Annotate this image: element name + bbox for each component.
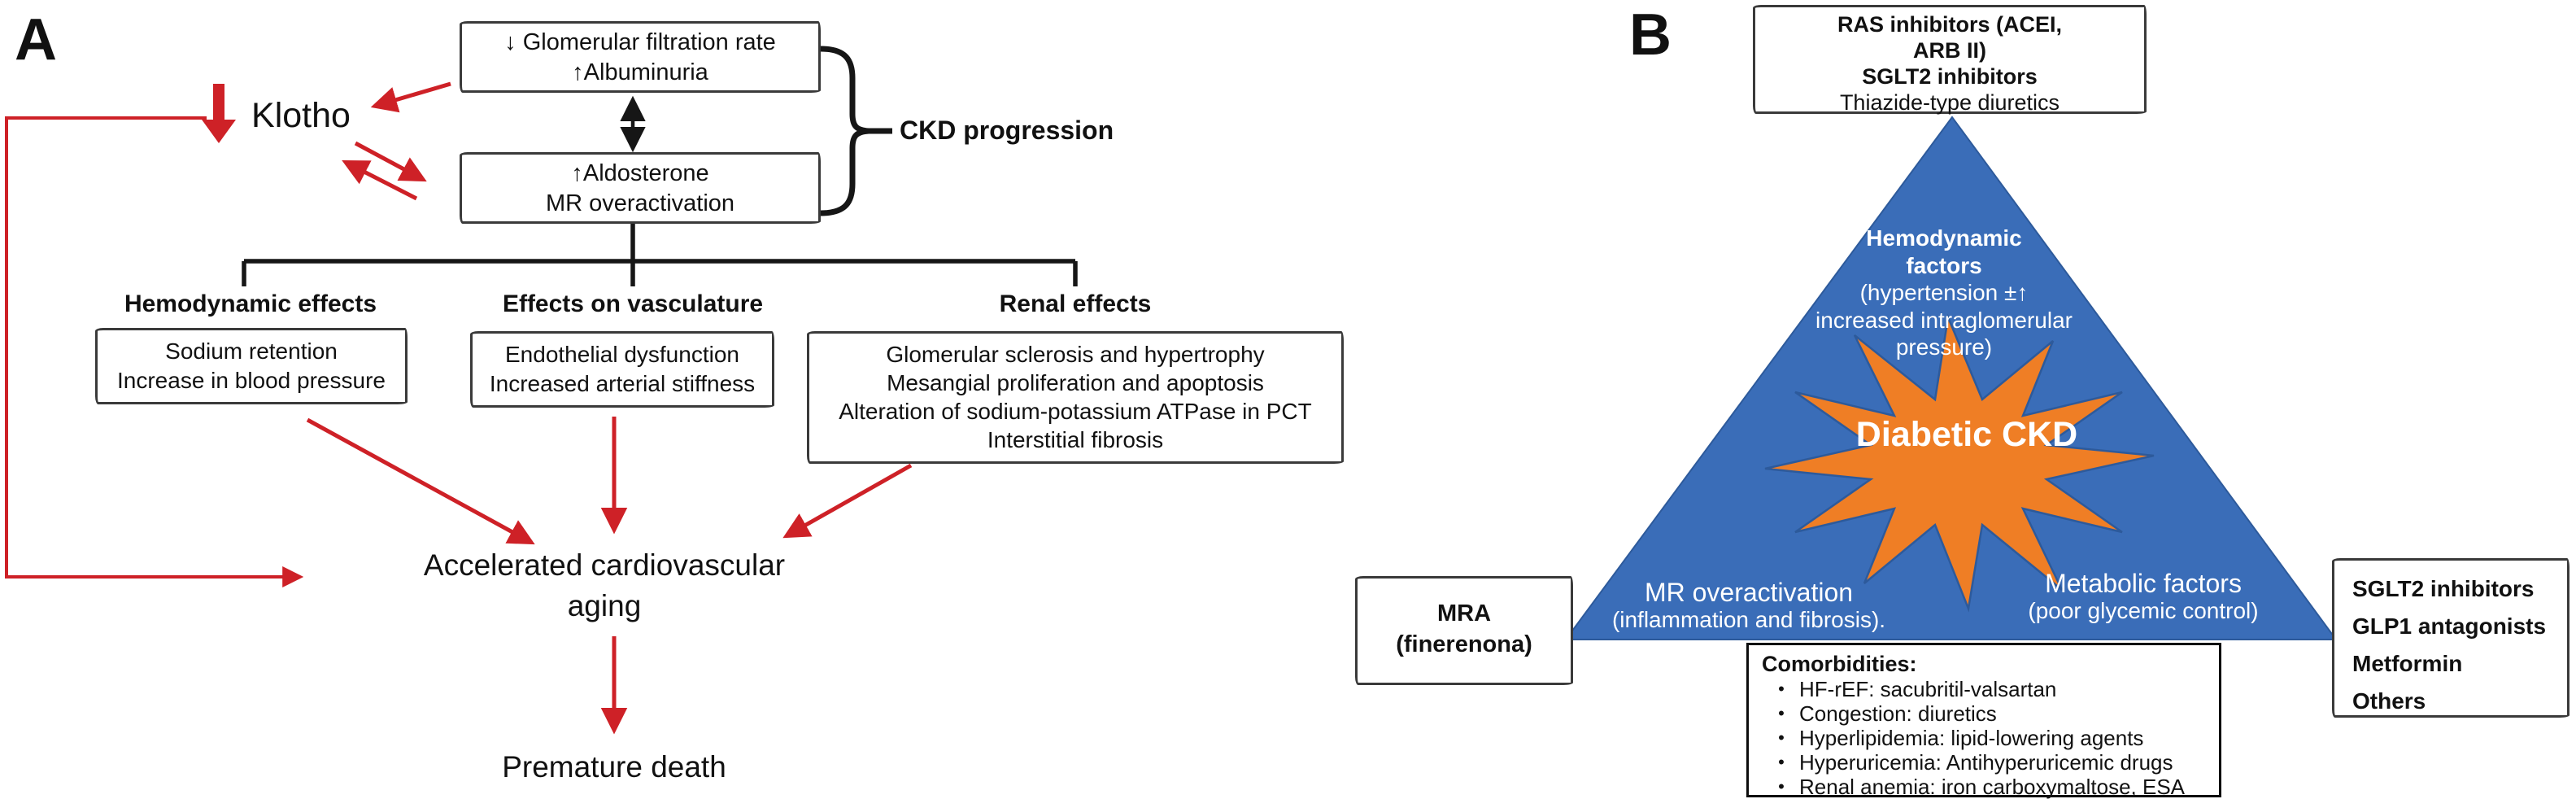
klotho-feedback-loop-arrow: [5, 116, 304, 587]
panel-a-label: A: [15, 7, 58, 72]
atpase-line: Alteration of sodium-potassium ATPase in…: [839, 399, 1312, 424]
aldosterone-line: ↑Aldosterone: [571, 160, 709, 186]
aldosterone-to-klotho-arrow: [342, 160, 418, 201]
metabolic-factors-line2: (poor glycemic control): [2028, 598, 2259, 623]
bullet-icon: [1773, 677, 1789, 701]
comorbidity-item: Hyperuricemia: Antihyperuricemic drugs: [1762, 750, 2211, 775]
antihypertensive-drugs-box: RAS inhibitors (ACEI, ARB II) SGLT2 inhi…: [1753, 5, 2147, 115]
mr-overactivation-label: MR overactivation (inflammation and fibr…: [1590, 578, 1907, 633]
mra-box: MRA (finerenona): [1355, 576, 1573, 685]
premature-death-label: Premature death: [502, 750, 726, 784]
bullet-icon: [1773, 726, 1789, 750]
hemodynamic-factors-line1: Hemodynamic: [1866, 225, 2022, 251]
comorbidity-item: HF-rEF: sacubritil-valsartan: [1762, 677, 2211, 701]
hemodynamic-factors-line2: factors: [1906, 252, 1982, 278]
mra-line1: MRA: [1436, 600, 1492, 627]
comorbidities-box: Comorbidities: HF-rEF: sacubritil-valsar…: [1746, 643, 2221, 799]
glomerular-sclerosis-line: Glomerular sclerosis and hypertrophy: [886, 342, 1265, 367]
comorbidity-text: Hyperlipidemia: lipid-lowering agents: [1799, 726, 2144, 750]
gfr-to-klotho-arrow: [370, 81, 451, 113]
sodium-retention-line: Sodium retention: [165, 338, 338, 364]
comorbidity-text: Congestion: diuretics: [1799, 701, 1997, 726]
hemodynamic-factors-line3: (hypertension ±↑: [1859, 280, 2029, 305]
comorbidities-title: Comorbidities:: [1762, 652, 1917, 676]
mr-overactivation-line: MR overactivation: [545, 190, 735, 216]
ckd-progression-label: CKD progression: [900, 116, 1114, 145]
effects-branch-tree: [242, 224, 1078, 286]
arb-line: ARB II): [1913, 38, 1986, 63]
mesangial-line: Mesangial proliferation and apoptosis: [887, 370, 1264, 395]
hemodynamic-to-aging-arrow: [306, 417, 535, 545]
bullet-icon: [1773, 750, 1789, 775]
right-box-line2: GLP1 antagonists: [2352, 613, 2547, 639]
klotho-to-aldosterone-arrow: [354, 141, 427, 182]
arterial-stiffness-line: Increased arterial stiffness: [489, 371, 756, 396]
mr-overactivation-line1: MR overactivation: [1644, 578, 1854, 607]
comorbidity-text: Renal anemia: iron carboxymaltose, ESA: [1799, 775, 2186, 799]
interstitial-fibrosis-line: Interstitial fibrosis: [987, 427, 1164, 452]
diabetic-ckd-label: Diabetic CKD: [1855, 415, 2078, 454]
thiazide-line: Thiazide-type diuretics: [1839, 90, 2060, 115]
aldosterone-box: ↑Aldosterone MR overactivation: [460, 152, 821, 224]
accelerated-aging-line2: aging: [567, 589, 642, 622]
vasculature-effects-header: Effects on vasculature: [502, 290, 764, 317]
comorbidity-item: Renal anemia: iron carboxymaltose, ESA: [1762, 775, 2211, 799]
bullet-icon: [1773, 701, 1789, 726]
endothelial-line: Endothelial dysfunction: [505, 342, 739, 367]
gfr-line: ↓ Glomerular filtration rate: [504, 29, 776, 55]
right-box-line3: Metformin: [2352, 651, 2463, 676]
right-box-line1: SGLT2 inhibitors: [2352, 576, 2535, 601]
comorbidity-text: Hyperuricemia: Antihyperuricemic drugs: [1799, 750, 2173, 775]
accelerated-aging-line1: Accelerated cardiovascular: [423, 548, 786, 582]
hemodynamic-factors-line4: increased intraglomerular: [1815, 307, 2073, 333]
bullet-icon: [1773, 775, 1789, 799]
accelerated-aging-label: Accelerated cardiovascular aging: [360, 545, 848, 627]
renal-effects-header: Renal effects: [999, 290, 1152, 317]
hemodynamic-effects-box: Sodium retention Increase in blood press…: [95, 328, 408, 404]
blood-pressure-line: Increase in blood pressure: [117, 368, 386, 393]
metabolic-factors-label: Metabolic factors (poor glycemic control…: [1985, 569, 2302, 624]
gfr-albuminuria-box: ↓ Glomerular filtration rate ↑Albuminuri…: [460, 21, 821, 93]
klotho-label: Klotho: [251, 96, 351, 135]
klotho-decrease-arrow: [202, 84, 236, 143]
diabetic-ckd-starburst: [1764, 313, 2155, 613]
right-box-line4: Others: [2352, 688, 2426, 714]
metabolic-drugs-box: SGLT2 inhibitors GLP1 antagonists Metfor…: [2332, 558, 2569, 718]
comorbidity-item: Hyperlipidemia: lipid-lowering agents: [1762, 726, 2211, 750]
sglt2-line: SGLT2 inhibitors: [1862, 64, 2038, 89]
renal-to-aging-arrow: [782, 463, 913, 539]
renal-effects-box: Glomerular sclerosis and hypertrophy Mes…: [807, 331, 1344, 464]
comorbidity-item: Congestion: diuretics: [1762, 701, 2211, 726]
ckd-progression-bracket: [817, 46, 870, 216]
mr-overactivation-line2: (inflammation and fibrosis).: [1611, 607, 1886, 632]
mra-line2: (finerenona): [1396, 631, 1532, 657]
metabolic-factors-line1: Metabolic factors: [2045, 569, 2242, 598]
ras-inhibitors-line: RAS inhibitors (ACEI,: [1837, 12, 2062, 37]
hemodynamic-effects-header: Hemodynamic effects: [124, 290, 377, 317]
hemodynamic-factors-line5: pressure): [1895, 334, 1993, 360]
vasculature-effects-box: Endothelial dysfunction Increased arteri…: [470, 331, 774, 408]
albuminuria-line: ↑Albuminuria: [572, 59, 708, 85]
comorbidity-text: HF-rEF: sacubritil-valsartan: [1799, 677, 2057, 701]
panel-b-label: B: [1629, 2, 1672, 68]
hemodynamic-factors-label: Hemodynamic factors (hypertension ±↑ inc…: [1781, 225, 2107, 361]
